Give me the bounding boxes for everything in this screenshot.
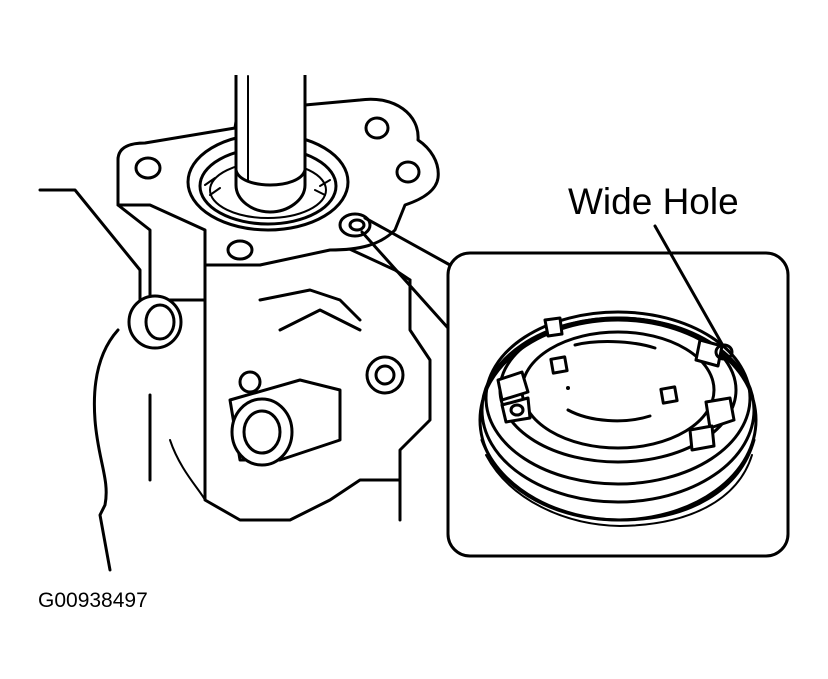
callout-lines — [360, 216, 452, 330]
figure-id: G00938497 — [38, 589, 148, 612]
wide-hole-label: Wide Hole — [568, 181, 739, 222]
detail-inset — [446, 251, 790, 558]
wide-hole-marker — [338, 212, 372, 238]
left-boss — [127, 294, 183, 350]
press-tool — [234, 75, 307, 214]
wide-hole-leader — [653, 224, 724, 346]
outlet-boss — [228, 355, 405, 467]
